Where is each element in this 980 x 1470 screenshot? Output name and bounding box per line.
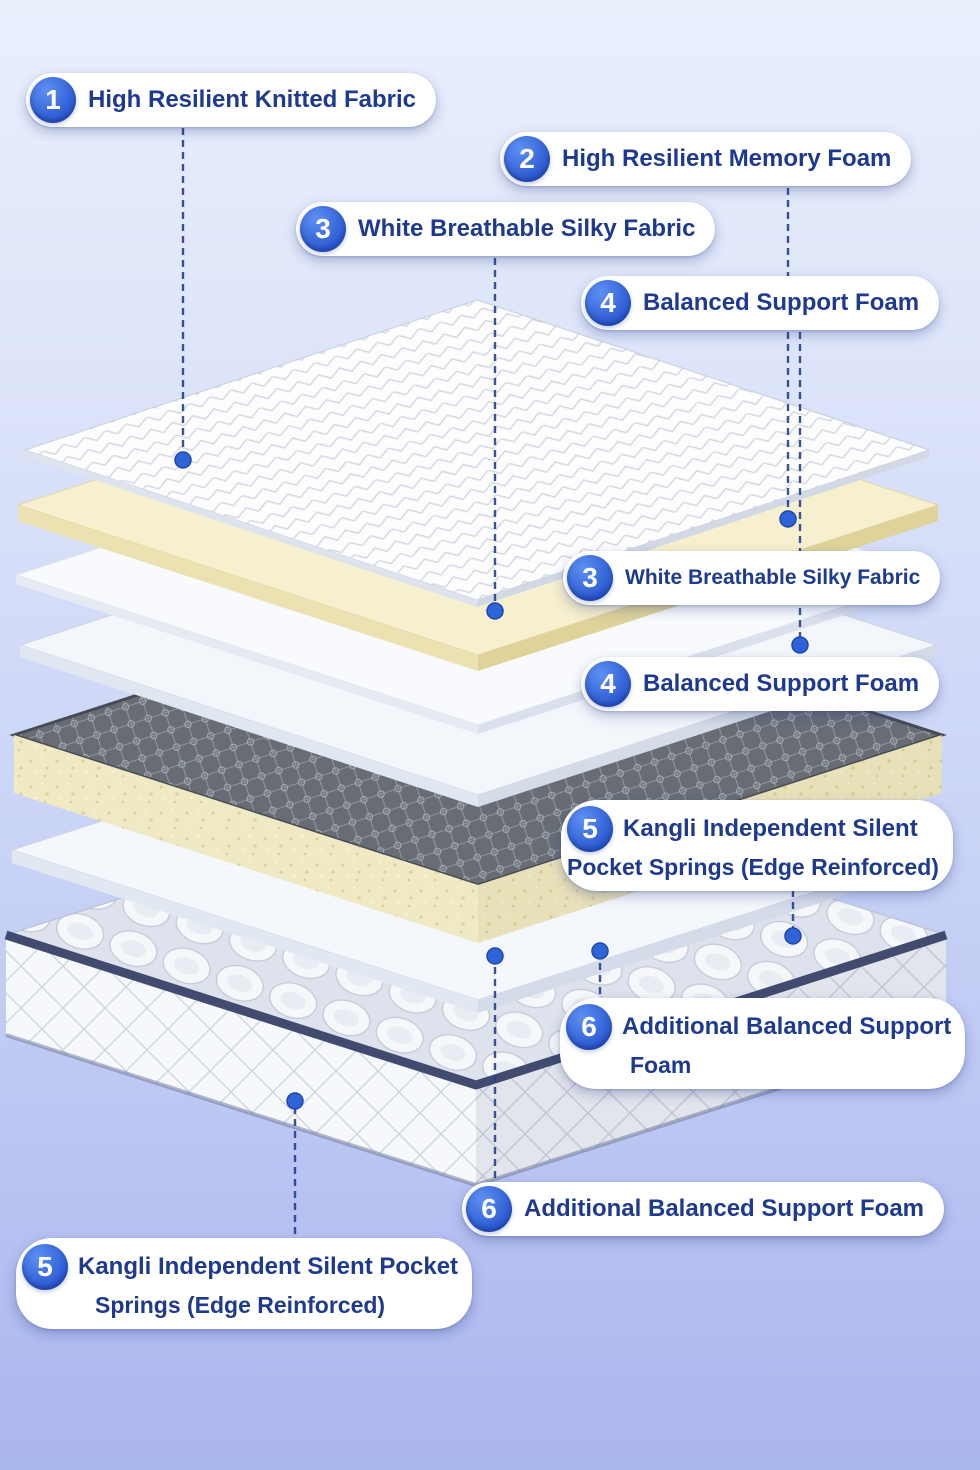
callout-text: White Breathable Silky Fabric [625,566,921,590]
callout-number-badge: 2 [504,136,550,182]
callout-text: High Resilient Memory Foam [562,144,892,172]
leader-dot [791,636,809,654]
callout-pocket-springs-2: 5 Kangli Independent Silent Pocket Sprin… [16,1238,473,1329]
leader-dot [486,602,504,620]
callout-row: 6 Additional Balanced Support [566,1004,951,1050]
callout-text: Balanced Support Foam [643,288,920,316]
callout-row: 5 Kangli Independent Silent [567,806,939,852]
edge-tape [4,930,948,1090]
callout-row: 5 Kangli Independent Silent Pocket [22,1244,458,1290]
leader-dot [174,451,192,469]
callout-text: Additional Balanced Support Foam [524,1194,925,1222]
callout-support-foam: 4 Balanced Support Foam [581,276,940,330]
callout-text-line2: Pocket Springs (Edge Reinforced) [567,854,939,880]
callout-pocket-springs: 5 Kangli Independent Silent Pocket Sprin… [561,800,953,891]
callout-text-line1: Additional Balanced Support [622,1013,952,1040]
callout-number-badge: 3 [300,206,346,252]
callout-number-badge: 5 [22,1244,68,1290]
callout-number-badge: 6 [466,1186,512,1232]
leader-dot [784,927,802,945]
leader-dots [174,451,809,1110]
callout-knitted-fabric: 1 High Resilient Knitted Fabric [26,73,437,127]
callout-number-badge: 5 [567,806,613,852]
callout-text-line1: Kangli Independent Silent [623,815,918,842]
callout-number-badge: 6 [566,1004,612,1050]
callout-text-line2: Springs (Edge Reinforced) [94,1292,386,1318]
callout-support-foam-2: 4 Balanced Support Foam [581,657,940,711]
leader-dot [486,947,504,965]
callout-number-badge: 4 [585,661,631,707]
callout-additional-foam-2: 6 Additional Balanced Support Foam [462,1182,945,1236]
callout-text-line2: Foam [630,1052,692,1078]
callout-text-line1: Kangli Independent Silent Pocket [78,1253,459,1280]
callout-text: High Resilient Knitted Fabric [88,85,417,113]
callout-silky-fabric: 3 White Breathable Silky Fabric [296,202,716,256]
callout-memory-foam: 2 High Resilient Memory Foam [500,132,912,186]
leader-dot [591,942,609,960]
leader-dot [286,1092,304,1110]
callout-number-badge: 3 [567,555,613,601]
callout-silky-fabric-2: 3 White Breathable Silky Fabric [563,551,941,605]
callout-text: Balanced Support Foam [643,669,920,697]
callout-additional-foam: 6 Additional Balanced Support Foam [560,998,966,1089]
callout-text: White Breathable Silky Fabric [358,214,696,242]
callout-number-badge: 1 [30,77,76,123]
callout-number-badge: 4 [585,280,631,326]
leader-dot [779,510,797,528]
